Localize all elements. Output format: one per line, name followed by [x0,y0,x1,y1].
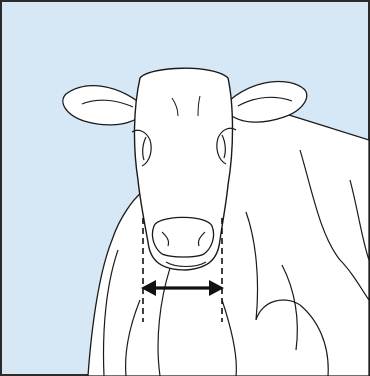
muzzle [152,217,213,257]
